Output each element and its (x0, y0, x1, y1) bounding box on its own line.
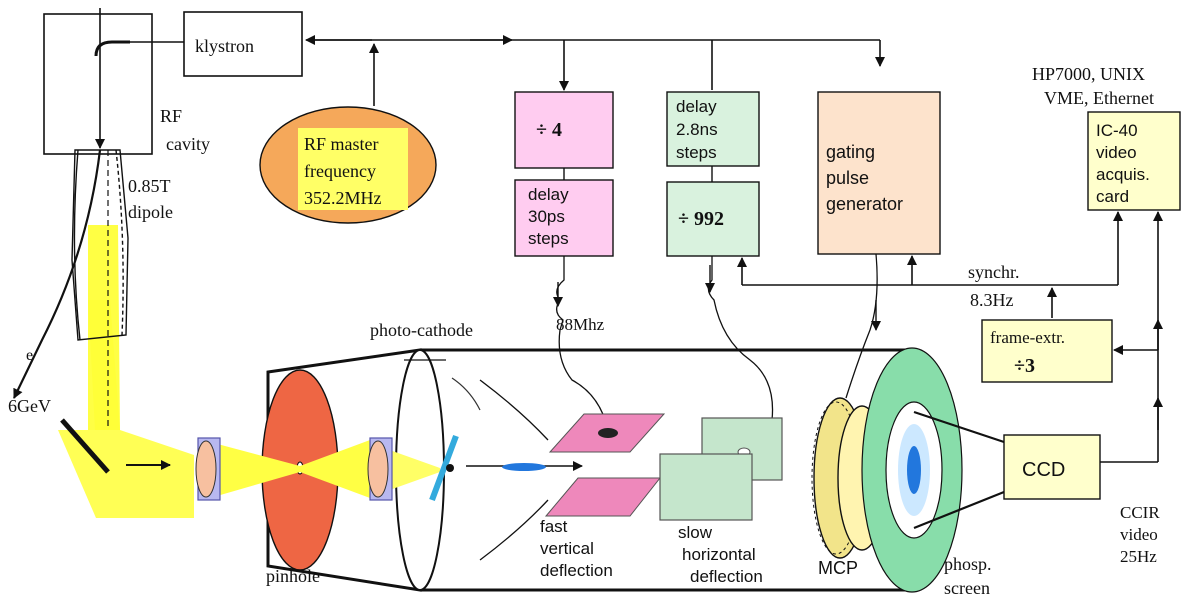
ic40-label-2: video (1096, 143, 1137, 162)
ic40-card-box (1087, 111, 1181, 211)
synchr-bus (737, 211, 1123, 318)
delay-30ps-label-3: steps (528, 229, 569, 248)
rf-coupling-loop (94, 40, 130, 57)
delay-2.8ns-label-3: steps (676, 143, 717, 162)
dipole-label-2: dipole (128, 202, 173, 222)
ccir-label-2: video (1120, 525, 1158, 544)
light-cone-3 (384, 448, 440, 492)
slow-horizontal-deflection-plates (659, 417, 783, 521)
delay-2.8ns-label-2: 2.8ns (676, 120, 718, 139)
photocathode-label: photo-cathode (370, 320, 473, 340)
fast-label-3: deflection (540, 561, 613, 580)
ic40-label-3: acquis. (1096, 165, 1150, 184)
gating-label-3: generator (826, 194, 903, 214)
delay-2.8ns-label-1: delay (676, 97, 717, 116)
rf-distribution-bus (305, 35, 885, 91)
ccir-label-3: 25Hz (1120, 547, 1157, 566)
video-bus (1100, 211, 1163, 463)
fast-deflection-signal (556, 256, 609, 431)
fast-label-1: fast (540, 517, 568, 536)
slow-label-1: slow (678, 523, 713, 542)
mirror (60, 418, 110, 474)
pinhole-label: pinhole (266, 566, 320, 586)
electron-trajectory (13, 149, 102, 399)
divide-by-992-label: ÷ 992 (678, 208, 724, 230)
synchr-label-2: 8.3Hz (970, 290, 1014, 310)
hp7000-label-2: VME, Ethernet (1044, 88, 1154, 108)
divide-by-4-label: ÷ 4 (536, 119, 562, 141)
lens-1 (195, 437, 221, 501)
rf-cavity-label-1: RF (160, 106, 182, 126)
delay-2.8ns-box (666, 91, 760, 167)
dipole-label-1: 0.85T (128, 176, 171, 196)
rf-master-label-2: frequency (304, 161, 376, 181)
frame-extractor-box (981, 319, 1113, 383)
phosphor-screen (861, 347, 963, 593)
electron-label: e (26, 347, 33, 364)
rf-cavity-box (43, 13, 153, 155)
rf-master-label-1: RF master (304, 134, 379, 154)
ccir-label-1: CCIR (1120, 503, 1160, 522)
slow-label-2: horizontal (682, 545, 756, 564)
gating-label-2: pulse (826, 168, 869, 188)
slow-label-3: deflection (690, 567, 763, 586)
klystron-label: klystron (195, 36, 254, 56)
divide-by-4-box (514, 91, 614, 169)
ccd-view-line-bottom (913, 490, 1005, 530)
hp7000-label-1: HP7000, UNIX (1032, 64, 1145, 84)
ic40-label-4: card (1096, 187, 1129, 206)
phosp-label-1: phosp. (944, 554, 992, 574)
synchrotron-light-beam (58, 225, 194, 518)
synchr-label-1: synchr. (968, 262, 1020, 282)
photocathode-plate (429, 434, 459, 502)
gating-pulse-generator-box (817, 91, 941, 255)
rf-cavity-label-2: cavity (166, 134, 210, 154)
photoelectron-source (446, 464, 454, 472)
delay-30ps-label-1: delay (528, 185, 569, 204)
88mhz-label: 88Mhz (556, 315, 605, 334)
delay-30ps-label-2: 30ps (528, 207, 565, 226)
frame-extractor-label: frame-extr. (990, 328, 1065, 347)
ccd-box (1003, 434, 1101, 500)
ic40-label-1: IC-40 (1096, 121, 1138, 140)
ccd-view-line-top (913, 410, 1005, 444)
energy-label: 6GeV (8, 396, 51, 416)
gating-signal (845, 253, 878, 399)
slow-deflection-signal (707, 256, 774, 421)
fast-label-2: vertical (540, 539, 594, 558)
phosp-label-2: screen (944, 578, 990, 594)
lens-2 (367, 437, 393, 501)
dipole-magnet (71, 149, 129, 430)
fast-vertical-deflection-plates (544, 413, 666, 517)
frame-extractor-div3: ÷3 (1014, 355, 1035, 377)
ccd-label: CCD (1022, 459, 1065, 481)
light-cone-2 (300, 440, 384, 498)
gating-label-1: gating (826, 142, 875, 162)
divide-by-992-box (666, 181, 760, 257)
rf-master-label-bg (298, 128, 408, 210)
light-cone-1 (202, 442, 300, 498)
electron-bunch (502, 463, 546, 471)
mcp-label: MCP (818, 558, 858, 578)
rf-master-label-3: 352.2MHz (304, 188, 382, 208)
klystron-box (183, 11, 303, 77)
